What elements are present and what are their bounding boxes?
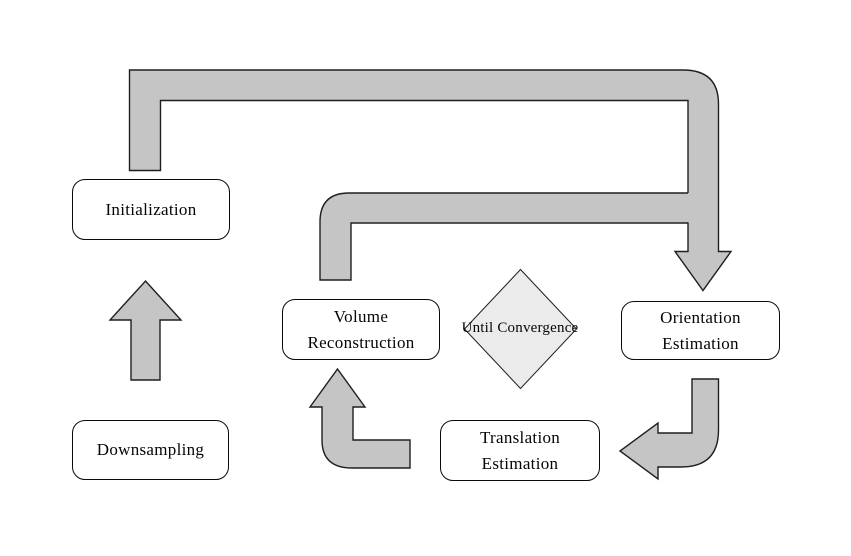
node-translation-estimation: Translation Estimation <box>440 420 600 481</box>
arrow-volume-to-orientation-outline <box>319 192 688 281</box>
arrow-volume-to-orientation <box>320 193 701 280</box>
arrow-orientation-to-translation <box>618 378 720 481</box>
until-convergence-label: Until Convergence <box>461 320 579 336</box>
node-initialization-label: Initialization <box>105 199 197 219</box>
arrow-initialization-to-orientation <box>128 69 733 292</box>
node-volume-reconstruction-label: Volume Reconstruction <box>307 307 415 352</box>
arrow-translation-to-volume <box>308 367 411 469</box>
node-orientation-estimation: Orientation Estimation <box>621 301 780 360</box>
node-orientation-estimation-label: Orientation Estimation <box>660 308 741 353</box>
node-downsampling-label: Downsampling <box>96 440 205 460</box>
until-convergence-diamond <box>463 268 578 390</box>
arrow-downsampling-to-initialization <box>108 279 183 381</box>
node-downsampling: Downsampling <box>72 420 229 480</box>
node-volume-reconstruction: Volume Reconstruction <box>282 299 440 360</box>
node-translation-estimation-label: Translation Estimation <box>479 428 561 473</box>
node-initialization: Initialization <box>72 179 230 240</box>
